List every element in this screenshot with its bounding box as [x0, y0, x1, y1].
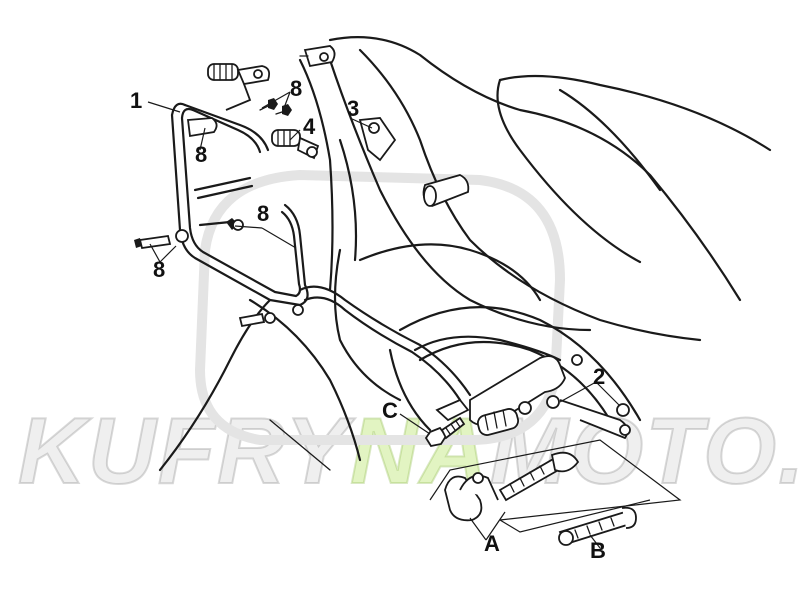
bolt-c	[424, 398, 470, 448]
callout-b: B	[590, 538, 606, 563]
rear-fender	[388, 306, 642, 432]
watermark-part1: KUFRY	[17, 398, 351, 503]
callout-8-top: 8	[290, 76, 303, 101]
callout-c: C	[382, 398, 398, 423]
callout-3: 3	[347, 96, 360, 121]
clamp-a	[444, 451, 580, 522]
seat-outline	[328, 36, 772, 342]
callout-leaders	[147, 91, 621, 549]
callout-1: 1	[130, 88, 143, 113]
callout-8-frame: 8	[195, 142, 208, 167]
callout-8-middle: 8	[257, 201, 270, 226]
callout-a: A	[484, 531, 500, 556]
callout-8-left: 8	[153, 257, 166, 282]
watermark-bag-shape	[194, 169, 566, 445]
side-carrier-frame	[170, 102, 472, 402]
hardware-top-left	[207, 45, 336, 116]
callout-4: 4	[303, 114, 316, 139]
screw-b	[558, 506, 637, 546]
hardware-mid	[271, 117, 470, 207]
bike-frame	[298, 58, 562, 402]
hardware-left	[134, 117, 304, 328]
explosion-lines	[429, 439, 682, 533]
callout-2: 2	[593, 364, 606, 389]
rubber-damper	[476, 401, 532, 436]
